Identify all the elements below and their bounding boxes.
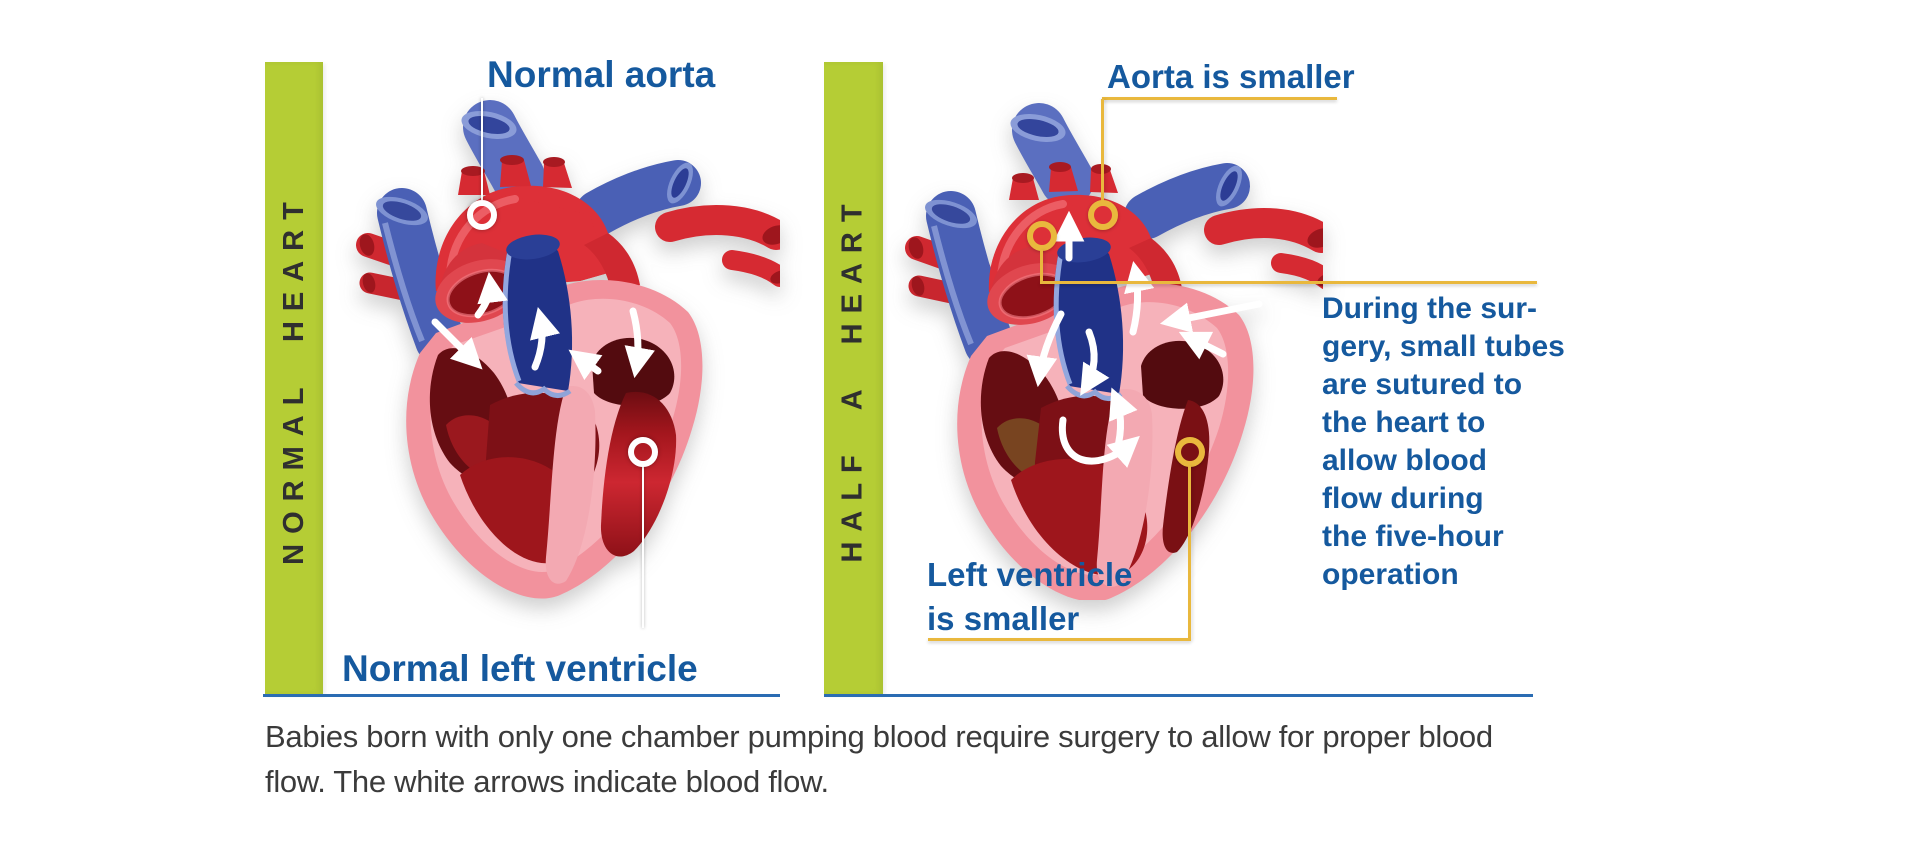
normal-left-ventricle-marker xyxy=(628,437,658,467)
surgery-note-line: are sutured to xyxy=(1322,368,1523,401)
left-ventricle-smaller-label: Left ventricle is smaller xyxy=(927,553,1132,641)
right-pulmonary-artery xyxy=(575,160,701,236)
aorta-smaller-marker xyxy=(1088,200,1118,230)
normal-left-ventricle-label: Normal left ventricle xyxy=(342,648,698,689)
aorta-smaller-label: Aorta is smaller xyxy=(1107,58,1355,95)
superior-vena-cava xyxy=(376,188,465,365)
normal-aorta-pointer-line xyxy=(481,98,483,200)
normal-heart-illustration xyxy=(356,100,780,599)
aorta-smaller-underline xyxy=(1102,97,1337,100)
ventricle-smaller-pointer-line-vertical xyxy=(1188,466,1191,641)
surgery-note-line: allow blood xyxy=(1322,444,1487,477)
half-heart-sidebar-label: HALF A HEART xyxy=(837,193,870,563)
normal-heart-sidebar: NORMAL HEART xyxy=(265,62,323,694)
normal-aorta-marker xyxy=(467,200,497,230)
surgery-note-line: the heart to xyxy=(1322,406,1486,439)
left-ventricle-smaller-label-line2: is smaller xyxy=(927,600,1080,637)
ventricle-smaller-underline xyxy=(928,638,1191,641)
heart-chambers xyxy=(429,337,677,584)
suture-tube-marker-ventricle xyxy=(1175,437,1205,467)
suture-tube-pointer-line-horizontal xyxy=(1040,281,1537,284)
caption-line-2: flow. The white arrows indicate blood fl… xyxy=(265,764,829,799)
right-pulmonary-artery xyxy=(1124,163,1250,239)
surgery-note-line: operation xyxy=(1322,558,1459,591)
half-heart-sidebar: HALF A HEART xyxy=(824,62,883,694)
blood-flow-arrows xyxy=(1026,210,1263,468)
surgery-note-line: flow during xyxy=(1322,482,1484,515)
half-heart-illustration xyxy=(905,103,1323,600)
suture-tube-pointer-line-vertical xyxy=(1040,250,1043,282)
surgery-note-line: the five-hour xyxy=(1322,520,1504,553)
blood-flow-arrows xyxy=(431,271,655,381)
normal-heart-sidebar-label: NORMAL HEART xyxy=(277,191,310,565)
left-panel-divider xyxy=(263,694,780,697)
caption-line-1: Babies born with only one chamber pumpin… xyxy=(265,719,1493,754)
surgery-note-line: During the sur- xyxy=(1322,292,1537,325)
normal-left-ventricle-pointer-line xyxy=(642,462,644,628)
right-side-red-vessels xyxy=(655,205,780,287)
aorta-smaller-pointer-line xyxy=(1101,99,1104,201)
suture-tube-marker-top xyxy=(1027,221,1057,251)
right-side-red-vessels xyxy=(1204,208,1323,290)
superior-vena-cava xyxy=(925,191,1014,368)
caption: Babies born with only one chamber pumpin… xyxy=(265,714,1493,804)
surgery-note: During the sur- gery, small tubes are su… xyxy=(1322,290,1565,594)
normal-aorta-label: Normal aorta xyxy=(487,54,716,95)
left-ventricle-smaller-label-line1: Left ventricle xyxy=(927,556,1133,593)
right-panel-divider xyxy=(824,694,1533,697)
surgery-note-line: gery, small tubes xyxy=(1322,330,1565,363)
